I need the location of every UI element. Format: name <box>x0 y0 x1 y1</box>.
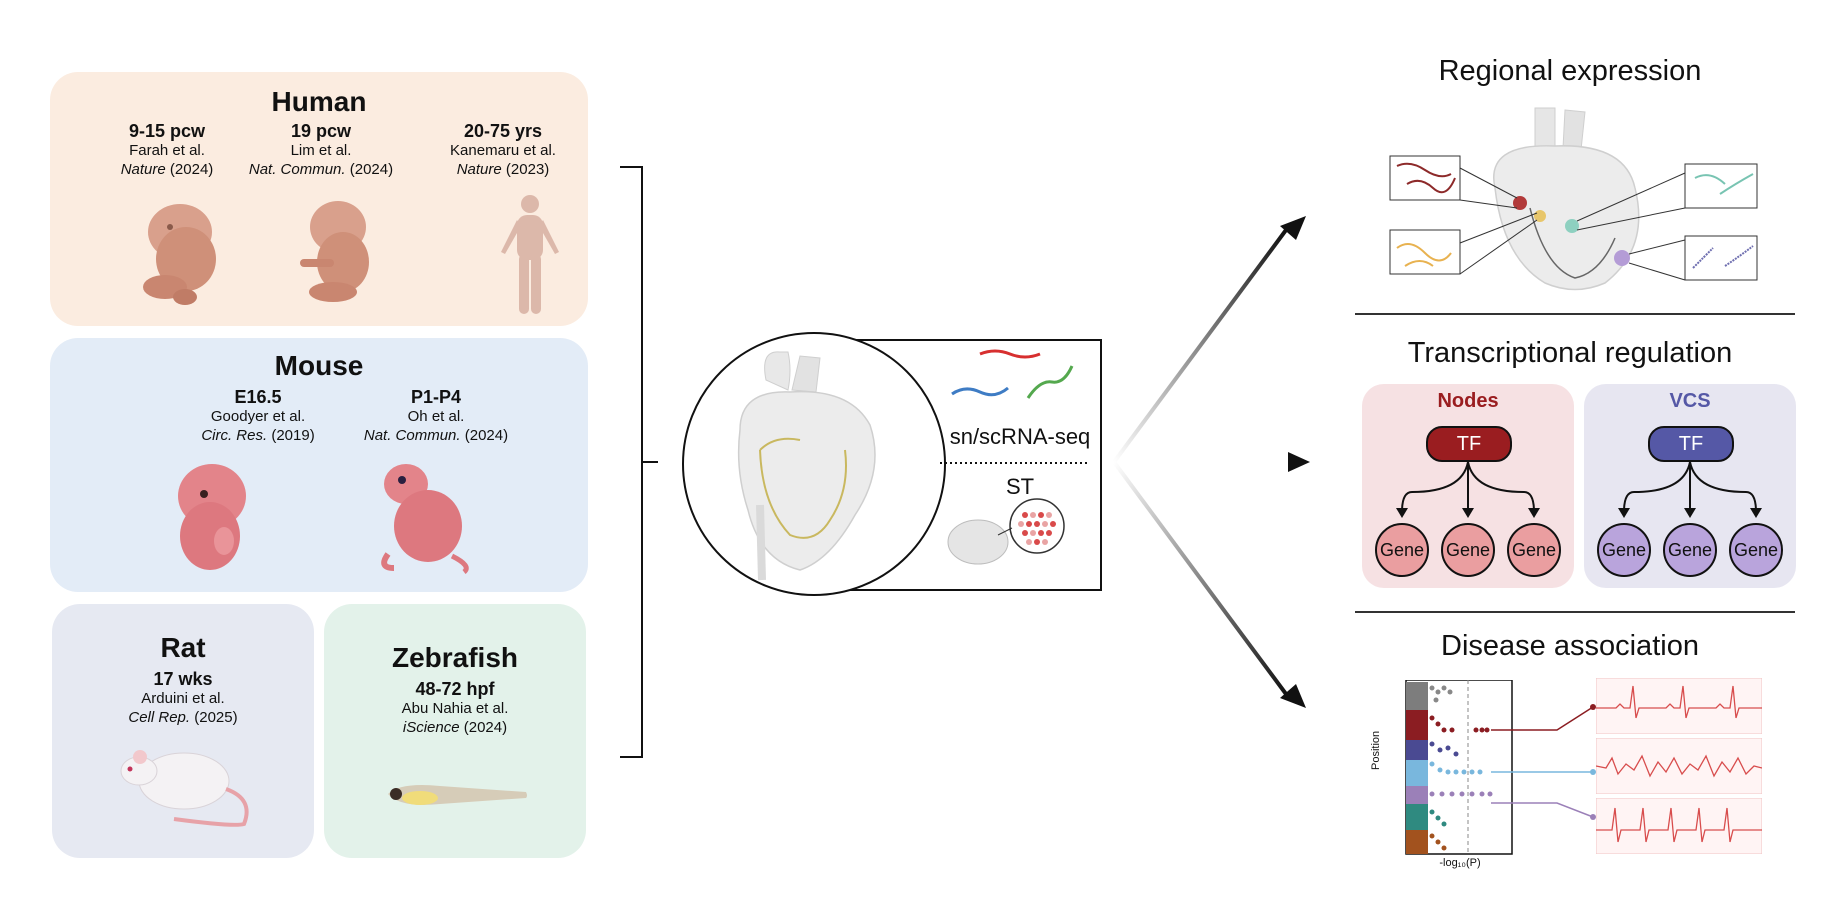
transcriptional-title: Transcriptional regulation <box>1407 337 1733 369</box>
nodes-group: Nodes TF Gene Gene Gene <box>1362 384 1574 588</box>
nodes-gene-3: Gene <box>1507 523 1561 577</box>
vcs-group: VCS TF Gene Gene Gene <box>1584 384 1796 588</box>
stage-label: 48-72 hpf <box>415 679 495 699</box>
mouse-col-1: E16.5 Goodyer et al. Circ. Res. (2019) <box>158 388 358 445</box>
plot-xlabel: -log₁₀(P) <box>1439 857 1481 869</box>
vcs-label: VCS <box>1669 390 1711 412</box>
mouse-col-2: P1-P4 Oh et al. Nat. Commun. (2024) <box>336 388 536 445</box>
nodes-gene-2: Gene <box>1441 523 1495 577</box>
stage-label: E16.5 <box>234 387 282 407</box>
journal-label: Nat. Commun. (2024) <box>248 161 394 178</box>
ecg-strip-3 <box>1596 798 1762 854</box>
mouse-embryo-icon <box>178 464 246 570</box>
stage-label: 17 wks <box>153 669 213 689</box>
author-label: Kanemaru et al. <box>450 142 556 159</box>
human-embryo-icon <box>143 204 216 305</box>
arrow-regional <box>1112 228 1288 464</box>
journal-label: Circ. Res. (2019) <box>201 427 315 444</box>
method-scrna-label: sn/scRNA-seq <box>949 424 1091 449</box>
author-label: Lim et al. <box>290 142 352 159</box>
mouse-title: Mouse <box>274 350 364 381</box>
bracket <box>620 166 658 758</box>
stage-label: P1-P4 <box>410 387 462 407</box>
author-label: Goodyer et al. <box>210 408 306 425</box>
stage-label: 9-15 pcw <box>128 121 206 141</box>
mouse-panel: Mouse E16.5 Goodyer et al. Circ. Res. (2… <box>50 338 588 592</box>
rat-title: Rat <box>160 632 206 663</box>
rat-col-1: 17 wks Arduini et al. Cell Rep. (2025) <box>83 670 283 727</box>
journal-label: Cell Rep. (2025) <box>128 709 238 726</box>
human-fetus-icon <box>300 201 369 302</box>
method-st-label: ST <box>1005 474 1035 499</box>
nodes-tree <box>1396 462 1540 518</box>
human-col-3: 20-75 yrs Kanemaru et al. Nature (2023) <box>403 122 603 179</box>
regional-figure <box>1389 107 1758 291</box>
human-col-1: 9-15 pcw Farah et al. Nature (2024) <box>67 122 267 179</box>
journal-label: Nature (2024) <box>120 161 214 178</box>
vcs-gene-3: Gene <box>1729 523 1783 577</box>
vcs-gene-1: Gene <box>1597 523 1651 577</box>
vcs-gene-2: Gene <box>1663 523 1717 577</box>
zebrafish-col-1: 48-72 hpf Abu Nahia et al. iScience (202… <box>355 680 555 737</box>
human-adult-icon <box>501 195 559 314</box>
vcs-tf: TF <box>1648 426 1734 462</box>
human-col-2: 19 pcw Lim et al. Nat. Commun. (2024) <box>221 122 421 179</box>
nodes-tf: TF <box>1426 426 1512 462</box>
author-label: Farah et al. <box>129 142 205 159</box>
journal-label: Nature (2023) <box>456 161 550 178</box>
journal-label: iScience (2024) <box>402 719 508 736</box>
nodes-label: Nodes <box>1437 390 1499 412</box>
center-graphic <box>682 332 1102 596</box>
nodes-gene-1: Gene <box>1375 523 1429 577</box>
stage-label: 20-75 yrs <box>463 121 543 141</box>
stage-label: 19 pcw <box>290 121 352 141</box>
author-label: Abu Nahia et al. <box>401 700 509 717</box>
human-panel: Human 9-15 pcw Farah et al. Nature (2024… <box>50 72 588 326</box>
zebrafish-larva-icon <box>388 785 527 805</box>
author-label: Oh et al. <box>407 408 465 425</box>
mouse-pup-icon <box>381 464 469 574</box>
ecg-strip-2 <box>1596 738 1762 794</box>
association-plot <box>1405 680 1513 855</box>
author-label: Arduini et al. <box>141 690 225 707</box>
regional-title: Regional expression <box>1438 55 1702 87</box>
divider-2 <box>1355 611 1795 613</box>
vcs-tree <box>1618 462 1762 518</box>
human-title: Human <box>271 86 367 117</box>
rat-panel: Rat 17 wks Arduini et al. Cell Rep. (202… <box>52 604 314 858</box>
disease-title: Disease association <box>1441 630 1699 662</box>
divider-1 <box>1355 313 1795 315</box>
plot-ylabel: Position <box>1370 730 1382 770</box>
zebrafish-title: Zebrafish <box>391 642 519 673</box>
rat-icon <box>120 750 249 827</box>
arrow-disease <box>1112 460 1288 696</box>
zebrafish-panel: Zebrafish 48-72 hpf Abu Nahia et al. iSc… <box>324 604 586 858</box>
heart-icon <box>737 351 876 581</box>
ecg-connectors <box>1491 704 1596 820</box>
ecg-strip-1 <box>1596 678 1762 734</box>
journal-label: Nat. Commun. (2024) <box>363 427 509 444</box>
output-arrows <box>1112 216 1310 708</box>
